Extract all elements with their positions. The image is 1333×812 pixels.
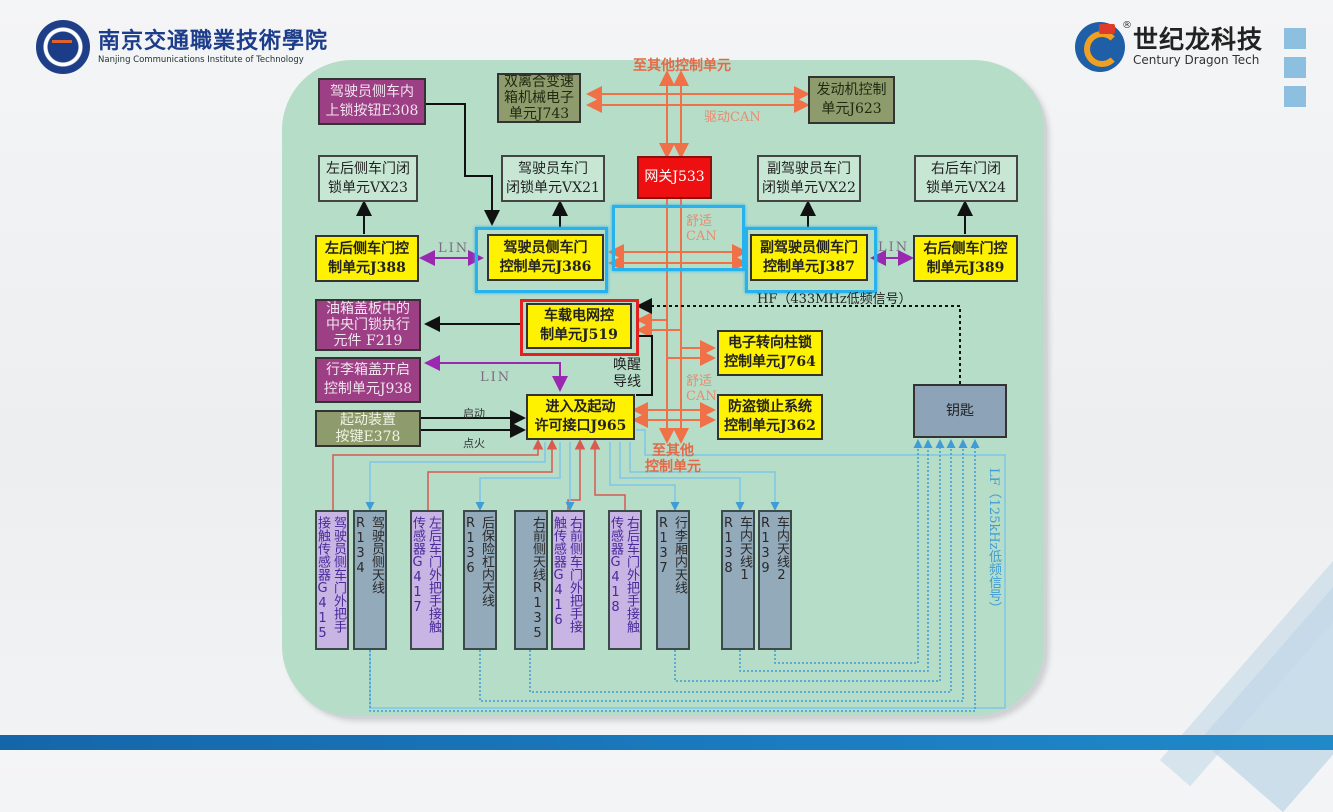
lf-wire xyxy=(369,439,980,712)
sensor-g417[interactable]: 左后车门外把手接触传感器G417 xyxy=(410,510,444,650)
label-lf: LF（125kHz低频信号） xyxy=(986,468,1001,615)
highlight-j387 xyxy=(745,227,877,293)
label-drive-can: 驱动CAN xyxy=(704,110,761,125)
lin-wire-trunk xyxy=(424,355,568,392)
node-e308[interactable]: 驾驶员侧车内 上锁按钮E308 xyxy=(318,78,426,125)
label-start: 启动 xyxy=(463,407,485,420)
label-lin-right: LIN xyxy=(878,240,910,255)
label-comfort-can-bottom: 舒适 CAN xyxy=(686,374,717,404)
label-hf: HF（433MHz低频信号） xyxy=(757,292,912,307)
label-comfort-can-top: 舒适 CAN xyxy=(686,214,717,244)
antenna-r137[interactable]: 行李厢内天线R137 xyxy=(656,510,690,650)
highlight-j386 xyxy=(475,227,608,293)
hf-wire xyxy=(636,298,961,384)
brand-logo: 世纪龙科技 Century Dragon Tech xyxy=(1075,22,1263,72)
brand-name-cn: 世纪龙科技 xyxy=(1133,25,1264,54)
lf-wire xyxy=(479,439,968,702)
node-j623[interactable]: 发动机控制 单元J623 xyxy=(808,76,895,124)
decor-square xyxy=(1284,57,1306,78)
node-j938[interactable]: 行李箱盖开启 控制单元J938 xyxy=(315,357,421,403)
node-j519[interactable]: 车载电网控 制单元J519 xyxy=(526,303,632,349)
drive-can-bus xyxy=(586,70,810,159)
sensor-g418[interactable]: 右后车门外把手接触传感器G418 xyxy=(608,510,642,650)
decor-square xyxy=(1284,86,1306,107)
sensor-g415[interactable]: 驾驶员侧车门外把手接触传感器G415 xyxy=(315,510,349,650)
node-j764[interactable]: 电子转向柱锁 控制单元J764 xyxy=(717,330,823,376)
node-vx22[interactable]: 副驾驶员车门 闭锁单元VX22 xyxy=(757,155,861,202)
node-j387[interactable]: 副驾驶员侧车门 控制单元J387 xyxy=(750,234,868,281)
sensor-wire xyxy=(427,439,558,512)
school-name-cn: 南京交通職業技術學院 xyxy=(98,28,329,54)
label-to-other-top: 至其他控制单元 xyxy=(633,58,731,74)
footer-bar xyxy=(0,735,1333,750)
node-j533[interactable]: 网关J533 xyxy=(637,156,712,199)
node-j386[interactable]: 驾驶员侧车门 控制单元J386 xyxy=(487,234,604,281)
label-lin-trunk: LIN xyxy=(480,370,512,385)
brand-name-en: Century Dragon Tech xyxy=(1133,53,1260,67)
highlight-j519 xyxy=(520,299,639,356)
label-lin-left: LIN xyxy=(438,241,470,256)
antenna-r138[interactable]: 车内天线1 R138 xyxy=(721,510,755,650)
node-key[interactable]: 钥匙 xyxy=(913,384,1007,438)
node-j388[interactable]: 左后侧车门控 制单元J388 xyxy=(315,235,419,282)
node-vx23[interactable]: 左后侧车门闭 锁单元VX23 xyxy=(318,155,418,202)
node-e378[interactable]: 起动装置 按键E378 xyxy=(315,410,421,447)
sensor-g416[interactable]: 右前侧车门外把手接触传感器G416 xyxy=(551,510,585,650)
node-j743[interactable]: 双离合变速 箱机械电子 单元J743 xyxy=(497,73,581,123)
node-f219[interactable]: 油箱盖板中的 中央门锁执行 元件 F219 xyxy=(315,299,421,351)
sensor-wire xyxy=(589,439,626,512)
antenna-r134[interactable]: 驾驶员侧天线R134 xyxy=(353,510,387,650)
sensor-wire xyxy=(332,439,544,512)
wire-e308 xyxy=(426,103,500,226)
node-vx24[interactable]: 右后车门闭 锁单元VX24 xyxy=(914,155,1018,202)
antenna-feed xyxy=(609,442,680,511)
dragon-logo-icon xyxy=(1075,22,1125,72)
node-j362[interactable]: 防盗锁止系统 控制单元J362 xyxy=(717,394,823,440)
node-j389[interactable]: 右后侧车门控 制单元J389 xyxy=(913,235,1018,282)
antenna-feed xyxy=(365,442,546,511)
antenna-feed xyxy=(629,442,780,511)
registered-mark: ® xyxy=(1122,20,1132,31)
decor-square xyxy=(1284,28,1306,49)
lf-wire xyxy=(529,439,956,693)
label-wake-line: 唤醒 导线 xyxy=(613,357,641,390)
school-logo: 南京交通職業技術學院 Nanjing Communications Instit… xyxy=(36,20,328,74)
node-vx21[interactable]: 驾驶员车门 闭锁单元VX21 xyxy=(501,155,605,202)
antenna-feed xyxy=(475,442,561,511)
school-emblem-icon xyxy=(36,20,90,74)
label-to-other-bottom: 至其他 控制单元 xyxy=(645,443,701,475)
lf-wire xyxy=(774,439,923,664)
wake-wire xyxy=(636,335,653,396)
antenna-r135[interactable]: 右前侧天线R135 xyxy=(514,510,548,650)
wiring-layer xyxy=(332,70,1006,712)
antenna-r136[interactable]: 后保险杠内天线R136 xyxy=(463,510,497,650)
antenna-feed xyxy=(619,442,745,511)
school-name-en: Nanjing Communications Institute of Tech… xyxy=(98,55,304,65)
antenna-r139[interactable]: 车内天线2 R139 xyxy=(758,510,792,650)
node-j965[interactable]: 进入及起动 许可接口J965 xyxy=(526,394,635,440)
label-ignition: 点火 xyxy=(463,437,485,450)
comfort-can-bus xyxy=(608,198,748,444)
highlight-comfort-can xyxy=(612,205,745,271)
